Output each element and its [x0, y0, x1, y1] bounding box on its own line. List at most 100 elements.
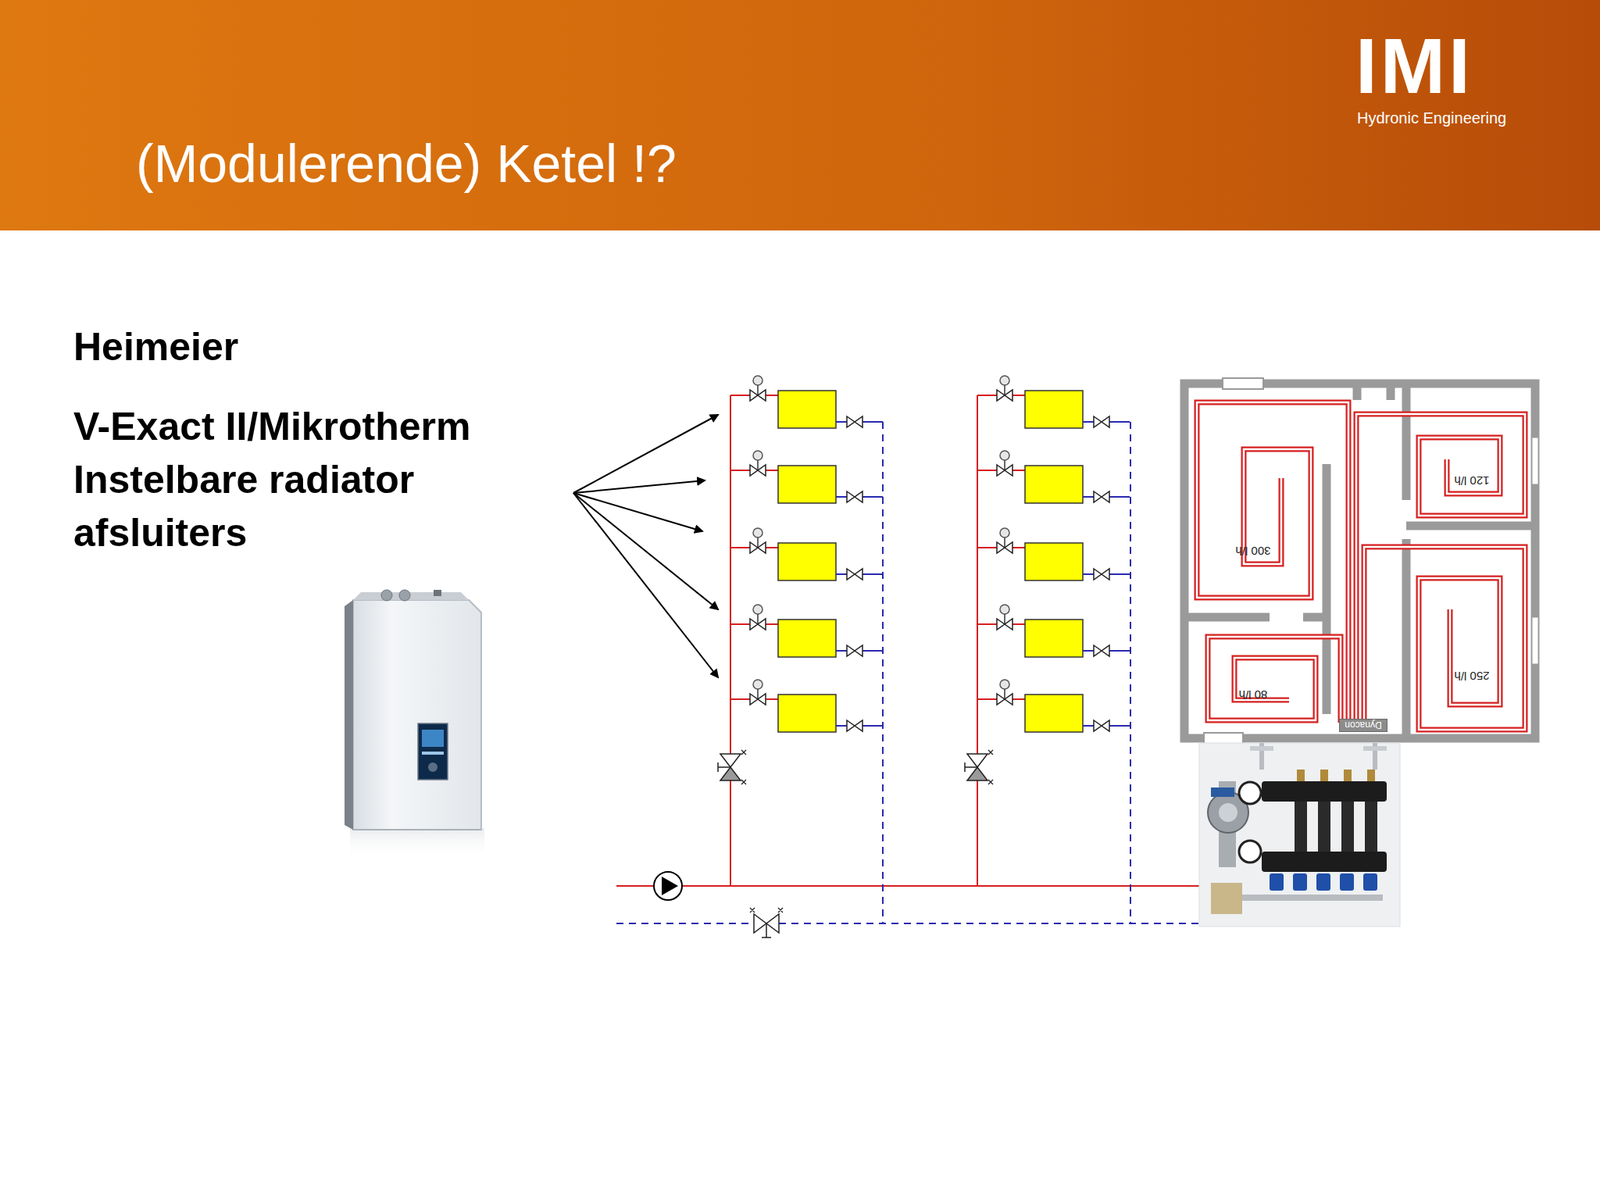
floor-plan [1196, 402, 1525, 730]
floor-plan [1364, 546, 1525, 730]
floor-plan [1532, 617, 1539, 665]
manifold-photo [1316, 873, 1331, 891]
header-band [0, 0, 1600, 231]
manifold-photo [1317, 801, 1331, 852]
floor-plan [1532, 437, 1539, 485]
logo-subtitle: Hydronic Engineering [1357, 110, 1507, 126]
floor-plan [1364, 546, 1525, 730]
slide-title: (Modulerende) Ketel !? [135, 136, 677, 190]
manifold-photo [1343, 769, 1352, 782]
manifold-photo [1261, 742, 1375, 770]
hydraulic-scheme [616, 885, 1200, 887]
hydraulic-scheme [730, 450, 883, 504]
floor-plan [1196, 402, 1525, 730]
leader-arrows [573, 480, 705, 493]
leader-arrows [573, 492, 718, 678]
boiler-illustration [417, 723, 448, 780]
hydraulic-scheme [616, 922, 1200, 925]
floor-plan [1322, 464, 1332, 715]
manifold-photo [1199, 742, 1400, 927]
manifold-photo [1239, 840, 1261, 863]
boiler-illustration [428, 762, 438, 772]
hydraulic-scheme [616, 375, 1200, 938]
floor-plan [1184, 383, 1536, 739]
manifold-photo [1210, 882, 1243, 915]
boiler-illustration [421, 751, 444, 755]
manifold-photo [1320, 769, 1329, 782]
product-description: V-Exact II/Mikrotherm Instelbare radiato… [73, 400, 511, 560]
boiler-illustration [353, 828, 482, 831]
boiler-illustration [353, 592, 469, 600]
hydraulic-scheme [977, 450, 1130, 504]
manifold-photo [1363, 873, 1378, 891]
floor-plan [1196, 402, 1349, 723]
leader-arrows [573, 492, 703, 532]
floor-plan [1196, 402, 1525, 730]
hydraulic-scheme [977, 604, 1130, 658]
manifold-photo [1210, 787, 1235, 797]
product-brand: Heimeier [73, 320, 239, 374]
manifold-photo [1294, 801, 1308, 852]
manifold-photo [1364, 801, 1378, 852]
hydraulic-scheme [730, 395, 978, 886]
balancing-valve [750, 907, 783, 938]
boiler-illustration [350, 828, 485, 860]
flow-rate: 80 l/h [1239, 689, 1268, 701]
hydraulic-scheme [730, 679, 883, 733]
manifold-photo [1242, 894, 1383, 901]
manifold-photo [1199, 742, 1400, 927]
pump-symbol [653, 871, 683, 900]
floor-plan [1184, 383, 1536, 739]
boiler-illustration [344, 589, 485, 860]
leader-arrows [573, 492, 718, 610]
hydraulic-scheme [730, 528, 883, 581]
balancing-valve [761, 923, 772, 938]
manifold-photo [1239, 782, 1261, 804]
leader-arrows [573, 414, 718, 493]
hydraulic-scheme [882, 421, 1131, 924]
manifold-photo [1296, 769, 1305, 782]
floor-plan [1203, 732, 1243, 744]
manifold-photo [1269, 873, 1284, 891]
manifold-photo [1261, 851, 1387, 872]
boiler-illustration [353, 600, 482, 830]
manifold-tag: Dynacon [1339, 718, 1388, 733]
manifold-photo [1292, 873, 1308, 891]
boiler-illustration [433, 589, 442, 597]
floor-plan [1196, 402, 1349, 723]
pump-symbol [661, 876, 679, 896]
manifold-photo [1339, 873, 1354, 891]
boiler-illustration [381, 589, 393, 601]
manifold-photo [1367, 769, 1375, 782]
balancing-valve [750, 907, 783, 913]
hydraulic-scheme [730, 604, 883, 658]
floor-plan [1406, 521, 1536, 531]
floor-plan [1207, 636, 1341, 723]
floor-plan [1222, 378, 1264, 390]
hydraulic-scheme [977, 679, 1130, 733]
pump-symbol [653, 871, 683, 900]
floor-plan [1184, 613, 1327, 622]
logo-text: IMI [1355, 26, 1474, 105]
manifold-photo [1199, 742, 1400, 927]
leader-arrows [573, 414, 718, 678]
flow-rate: 250 l/h [1453, 670, 1490, 683]
manifold-photo [1363, 746, 1387, 751]
floor-plan [1357, 383, 1391, 400]
manifold-photo [1261, 781, 1387, 802]
manifold-photo [1341, 801, 1354, 852]
flow-rate: 300 l/h [1235, 545, 1271, 558]
hydraulic-scheme [977, 528, 1130, 581]
manifold-photo [1250, 746, 1274, 751]
boiler-illustration [344, 600, 354, 830]
hydraulic-scheme [977, 375, 1130, 429]
flow-rate: 120 l/h [1453, 475, 1490, 487]
boiler-illustration [399, 589, 411, 601]
node-text: Dynacon [1344, 721, 1382, 731]
hydraulic-scheme [717, 750, 747, 785]
floor-plan [1402, 383, 1411, 739]
floor-plan [1207, 636, 1341, 723]
manifold-photo [1218, 803, 1238, 822]
hydraulic-scheme [730, 375, 883, 429]
